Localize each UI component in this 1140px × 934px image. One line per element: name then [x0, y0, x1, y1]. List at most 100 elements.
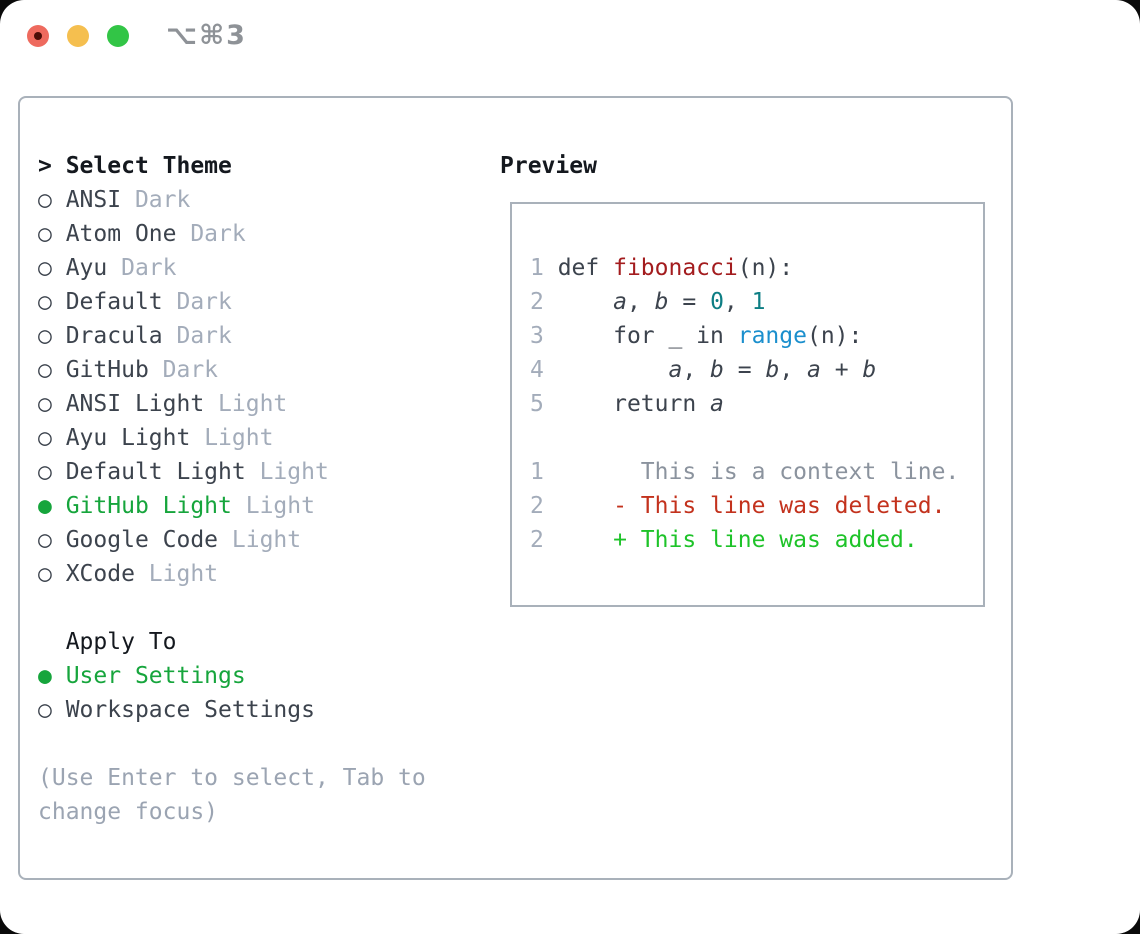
code-line: 5 return a [530, 387, 959, 421]
theme-name: Default Light [51, 459, 246, 485]
radio-off-icon: ○ [38, 459, 52, 485]
code-seg-var: b [710, 357, 724, 383]
code-seg-num: 0 [710, 289, 724, 315]
code-seg-ln: 1 [530, 255, 558, 281]
radio-off-icon: ○ [38, 255, 52, 281]
code-seg-add: + This line was added. [613, 527, 918, 553]
theme-name: GitHub [51, 357, 149, 383]
apply-to-title: Apply To [65, 629, 177, 655]
theme-option-default[interactable]: ○ Default Dark [38, 285, 426, 319]
close-button[interactable] [27, 25, 49, 47]
theme-name: Dracula [51, 323, 163, 349]
code-seg-var: b [765, 357, 780, 383]
radio-off-icon: ○ [38, 527, 52, 553]
code-seg-code: , [779, 357, 808, 383]
code-seg-code: return [557, 391, 711, 417]
code-line: 1 This is a context line. [530, 455, 959, 489]
select-theme-title: Select Theme [65, 153, 232, 179]
apply-to-list: ● User Settings○ Workspace Settings [38, 659, 426, 727]
theme-variant-tag: Light [218, 527, 302, 553]
code-seg-code: , [682, 357, 711, 383]
theme-option-xcode[interactable]: ○ XCode Light [38, 557, 426, 591]
theme-variant-tag: Light [245, 459, 329, 485]
theme-option-ansi-light[interactable]: ○ ANSI Light Light [38, 387, 426, 421]
code-seg-del: - This line was deleted. [613, 493, 946, 519]
code-seg-ln: 3 [530, 323, 558, 349]
select-theme-header: > Select Theme [38, 149, 426, 183]
theme-name: Google Code [51, 527, 219, 553]
theme-option-atom-one[interactable]: ○ Atom One Dark [38, 217, 426, 251]
radio-off-icon: ○ [38, 187, 52, 213]
theme-option-default-light[interactable]: ○ Default Light Light [38, 455, 426, 489]
theme-name: ANSI Light [51, 391, 205, 417]
theme-list: ○ ANSI Dark○ Atom One Dark○ Ayu Dark○ De… [38, 183, 426, 591]
code-seg-code: , [626, 289, 655, 315]
code-seg-code [544, 527, 613, 553]
theme-variant-tag: Dark [121, 187, 191, 213]
theme-option-google-code[interactable]: ○ Google Code Light [38, 523, 426, 557]
apply-option-user-settings[interactable]: ● User Settings [38, 659, 426, 693]
code-seg-code: (n): [737, 255, 794, 281]
apply-option-name: Workspace Settings [51, 697, 315, 723]
theme-option-github[interactable]: ○ GitHub Dark [38, 353, 426, 387]
code-line [530, 421, 959, 455]
window-title-shortcut: ⌥⌘3 [166, 20, 247, 51]
theme-name: Ayu [51, 255, 108, 281]
code-seg-ln: 2 [530, 289, 558, 315]
hint-line-2: change focus) [38, 799, 219, 825]
code-seg-ln: 4 [530, 357, 558, 383]
theme-name: ANSI [51, 187, 122, 213]
hint-line-1: (Use Enter to select, Tab to [38, 765, 426, 791]
code-line: 1 def fibonacci(n): [530, 251, 959, 285]
theme-selector-panel: > Select Theme ○ ANSI Dark○ Atom One Dar… [18, 96, 1013, 880]
theme-option-dracula[interactable]: ○ Dracula Dark [38, 319, 426, 353]
code-line: 3 for _ in range(n): [530, 319, 959, 353]
radio-off-icon: ○ [38, 697, 52, 723]
code-seg-var: a [668, 357, 683, 383]
theme-option-ayu[interactable]: ○ Ayu Dark [38, 251, 426, 285]
code-seg-num: 1 [751, 289, 766, 315]
radio-off-icon: ○ [38, 323, 52, 349]
radio-off-icon: ○ [38, 289, 52, 315]
titlebar: ⌥⌘3 [0, 0, 1140, 96]
code-seg-func: fibonacci [613, 255, 738, 281]
theme-variant-tag: Dark [148, 357, 219, 383]
code-seg-ctx: This is a context line. [543, 459, 960, 485]
apply-option-workspace-settings[interactable]: ○ Workspace Settings [38, 693, 426, 727]
code-seg-var: b [654, 289, 669, 315]
theme-name: Atom One [51, 221, 177, 247]
theme-variant-tag: Dark [176, 221, 246, 247]
radio-off-icon: ○ [38, 561, 52, 587]
theme-option-github-light[interactable]: ● GitHub Light Light [38, 489, 426, 523]
code-seg-ln: 5 [530, 391, 558, 417]
code-seg-code: (n): [806, 323, 863, 349]
theme-name: Default [51, 289, 163, 315]
theme-variant-tag: Light [231, 493, 315, 519]
code-seg-code [558, 289, 613, 315]
hint-text: (Use Enter to select, Tab to change focu… [38, 761, 426, 829]
prompt-caret-icon: > [38, 153, 66, 179]
theme-option-ayu-light[interactable]: ○ Ayu Light Light [38, 421, 426, 455]
code-seg-var: b [862, 357, 877, 383]
code-seg-code [544, 493, 613, 519]
theme-variant-tag: Light [134, 561, 219, 587]
radio-off-icon: ○ [38, 391, 52, 417]
theme-menu: > Select Theme ○ ANSI Dark○ Atom One Dar… [38, 149, 426, 829]
code-line: 2 - This line was deleted. [530, 489, 959, 523]
radio-on-icon: ● [38, 493, 52, 519]
theme-variant-tag: Light [190, 425, 274, 451]
theme-name: GitHub Light [51, 493, 232, 519]
minimize-button[interactable] [67, 25, 89, 47]
apply-option-name: User Settings [51, 663, 246, 689]
code-seg-var: a [807, 357, 821, 383]
theme-variant-tag: Light [204, 391, 288, 417]
theme-option-ansi[interactable]: ○ ANSI Dark [38, 183, 426, 217]
radio-off-icon: ○ [38, 425, 52, 451]
code-seg-code: + [820, 357, 863, 383]
apply-to-header: Apply To [38, 625, 426, 659]
maximize-button[interactable] [107, 25, 129, 47]
code-seg-ln: 2 [530, 527, 544, 553]
